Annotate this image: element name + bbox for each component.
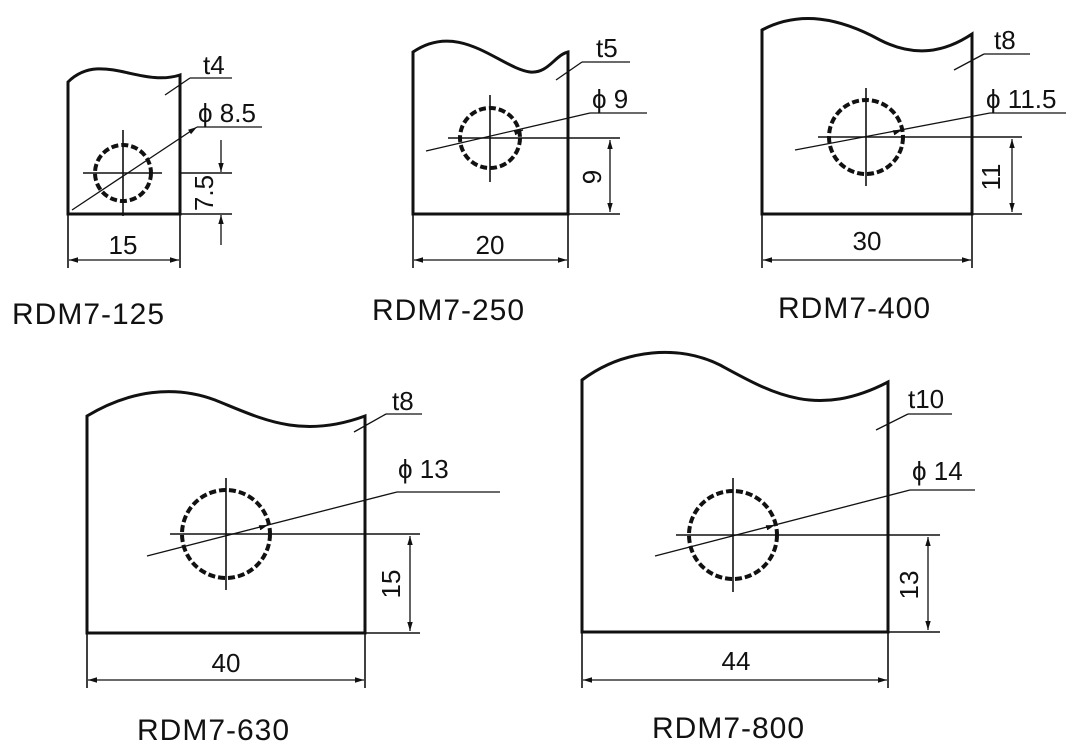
drawing-rdm7-630: 40 15 ϕ 13 t8 RDM7-630 [85,386,500,743]
drawing-rdm7-400: 30 11 ϕ 11.5 t8 RDM7-400 [760,17,1066,325]
diameter-label: ϕ 11.5 [986,84,1056,114]
width-dimension: 44 [722,646,751,676]
height-dimension: 13 [894,571,924,600]
width-dimension: 15 [109,230,138,260]
width-dimension: 30 [853,226,882,256]
diameter-label: ϕ 8.5 [198,98,256,128]
model-label: RDM7-400 [778,292,931,325]
thickness-label: t10 [908,384,944,414]
model-label: RDM7-630 [137,714,290,743]
thickness-label: t8 [994,25,1016,55]
height-dimension: 9 [577,170,607,184]
drawing-rdm7-250: 20 9 ϕ 9 t5 RDM7-250 [372,33,647,327]
height-dimension: 11 [976,164,1006,191]
height-dimension: 7.5 [189,175,219,211]
thickness-label: t8 [392,386,414,416]
drawing-rdm7-125: 15 7.5 ϕ 8.5 t4 RDM7-125 [12,50,262,331]
diameter-label: ϕ 14 [912,456,963,486]
diameter-label: ϕ 13 [398,454,449,484]
width-dimension: 40 [212,648,241,678]
model-label: RDM7-800 [652,712,805,743]
drawing-rdm7-800: 44 13 ϕ 14 t10 RDM7-800 [580,350,975,743]
model-label: RDM7-125 [12,298,165,331]
diameter-label: ϕ 9 [592,84,628,114]
width-dimension: 20 [476,230,505,260]
model-label: RDM7-250 [372,294,525,327]
thickness-label: t4 [203,50,225,80]
thickness-label: t5 [596,33,618,63]
height-dimension: 15 [376,570,406,599]
